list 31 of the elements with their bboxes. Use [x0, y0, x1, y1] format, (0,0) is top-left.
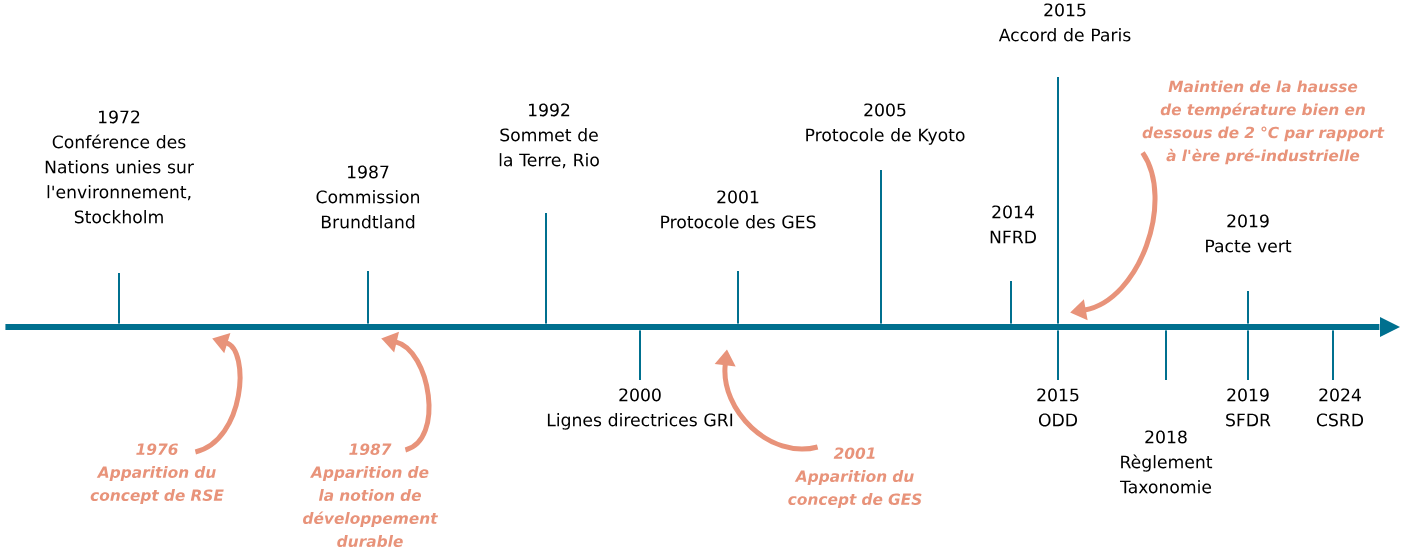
- tick-line: [1057, 76, 1059, 325]
- event-label: 1987 Commission Brundtland: [316, 165, 420, 229]
- event-label: 2005 Protocole de Kyoto: [806, 103, 965, 145]
- tick-line: [1057, 329, 1059, 381]
- note-text: 1987 Apparition de la notion de développement durable: [303, 443, 439, 548]
- tick-line: [1165, 329, 1167, 381]
- event-label: 2001 Protocole des GES: [661, 190, 816, 229]
- event-label: 1992 Sommet de la Terre, Rio: [499, 103, 599, 169]
- tick-line: [545, 212, 547, 325]
- note-text: Maintien de la hausse de température bien en dessous de 2 °C par rapport à l'ère pré-industrielle: [1142, 80, 1385, 165]
- timeline-axis: [5, 317, 1400, 337]
- tick-line: [737, 270, 739, 325]
- event-label: 2019 SFDR: [1226, 388, 1271, 427]
- tick-line: [639, 329, 641, 381]
- event-label: 2014 NFRD: [990, 205, 1036, 244]
- event-label: 2019 Pacte vert: [1206, 214, 1292, 253]
- event-label: 2000 Lignes directrices GRI: [547, 388, 733, 430]
- event-label: 2018 Règlement Taxonomie: [1120, 430, 1213, 494]
- tick-line: [1247, 290, 1249, 325]
- tick-line: [1332, 329, 1334, 381]
- tick-line: [1010, 280, 1012, 325]
- tick-line: [118, 272, 120, 325]
- note-text: 2001 Apparition du concept de GES: [788, 447, 922, 508]
- event-label: 1972 Conférence des Nations unies sur l'environnement, Stockholm: [45, 110, 194, 224]
- tick-line: [1247, 329, 1249, 381]
- tick-line: [367, 270, 369, 325]
- note-text: 1976 Apparition du concept de RSE: [90, 443, 224, 504]
- tick-line: [880, 169, 882, 325]
- event-label: 2015 Accord de Paris: [998, 3, 1131, 42]
- event-label: 2024 CSRD: [1316, 388, 1364, 427]
- event-label: 2015 ODD: [1037, 388, 1079, 427]
